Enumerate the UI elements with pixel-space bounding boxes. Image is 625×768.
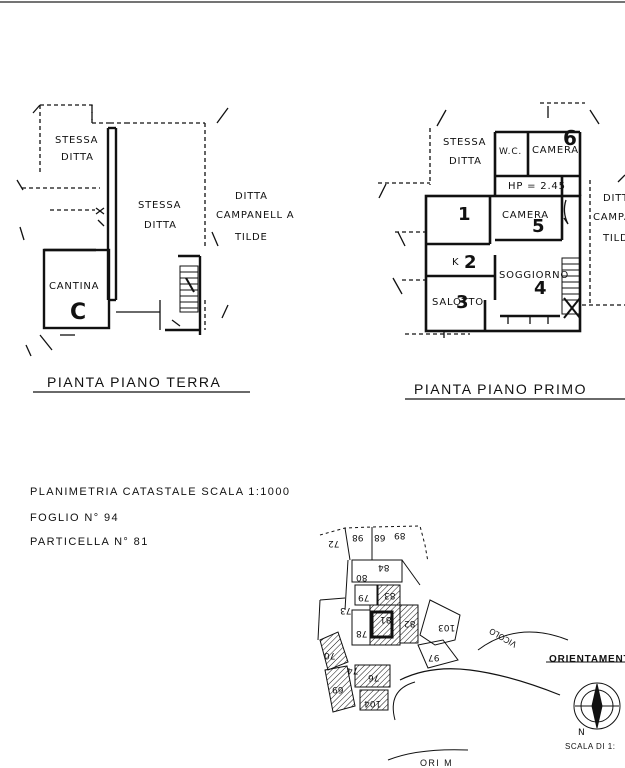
first-floor-title: PIANTA PIANO PRIMO (414, 381, 587, 397)
cantina-handwritten-mark: C (70, 300, 87, 325)
parcel-70: 70 (324, 650, 336, 660)
parcel-68: 68 (374, 532, 386, 542)
parcel-69: 69 (332, 684, 344, 694)
ground-ditta-campanella-label-2: CAMPANELL A (216, 210, 295, 221)
ground-floor-dashed-boundaries (22, 104, 206, 330)
parcel-104: 104 (364, 698, 382, 708)
salotto-label: SALOTTO (432, 297, 484, 308)
north-label: N (578, 728, 585, 738)
foglio-line: FOGLIO N° 94 (30, 512, 120, 524)
first-ditta-edge-label-2: CAMPA (593, 212, 625, 223)
ground-stessa-ditta-left-label-1: STESSA (55, 135, 99, 146)
ground-stessa-ditta-center-label-1: STESSA (138, 200, 182, 211)
parcel-80: 80 (356, 572, 368, 582)
handwritten-mark-6: 6 (563, 126, 577, 150)
first-stessa-ditta-label-1: STESSA (443, 137, 487, 148)
planimetria-scale-line: PLANIMETRIA CATASTALE SCALA 1:1000 (30, 486, 291, 498)
parcel-74: 74 (347, 665, 359, 675)
parcel-89: 89 (394, 530, 406, 540)
ground-floor-walls (42, 126, 202, 335)
first-floor-stairs (561, 257, 581, 319)
first-floor-symbols (443, 106, 569, 338)
ground-floor-diagonal-ticks (16, 104, 229, 357)
orientation-label: ORIENTAMENTO (549, 654, 625, 665)
ground-stessa-ditta-center-label-2: DITTA (144, 220, 177, 231)
scale-label: SCALA DI 1: (565, 742, 616, 751)
parcel-82: 82 (404, 618, 416, 628)
parcel-103: 103 (438, 622, 456, 632)
first-floor-diagonal-ticks (378, 109, 625, 295)
kitchen-label: K (452, 257, 460, 268)
ground-ditta-campanella-label-1: DITTA (235, 191, 268, 202)
handwritten-mark-1: 1 (458, 204, 471, 225)
handwritten-mark-3: 3 (456, 292, 469, 313)
hp-height-label: HP = 2.45 (508, 181, 566, 192)
handwritten-mark-5: 5 (532, 216, 545, 237)
camera-top-label: CAMERA (532, 145, 579, 156)
parcel-83: 83 (384, 590, 396, 600)
first-ditta-edge-label-1: DITT (603, 193, 625, 204)
bottom-fragment-label: ORI M (420, 758, 453, 768)
ground-floor-title: PIANTA PIANO TERRA (47, 374, 222, 390)
ground-floor-symbols (39, 207, 181, 351)
first-stessa-ditta-label-2: DITTA (449, 156, 482, 167)
handwritten-mark-4: 4 (534, 278, 547, 299)
parcel-98: 98 (352, 532, 364, 542)
ground-floor-stairs (179, 265, 199, 313)
parcel-73: 73 (340, 605, 352, 615)
particella-line: PARTICELLA N° 81 (30, 536, 149, 548)
parcel-78: 78 (356, 628, 368, 638)
parcel-81: 81 (380, 614, 392, 624)
handwritten-mark-2: 2 (464, 252, 477, 273)
ground-stessa-ditta-left-label-2: DITTA (61, 152, 94, 163)
ground-floor-plan (16, 104, 250, 393)
parcel-97: 97 (428, 652, 440, 662)
ground-ditta-campanella-label-3: TILDE (235, 232, 268, 243)
camera-mid-label: CAMERA (502, 210, 549, 221)
first-floor-plan (378, 102, 625, 400)
first-floor-dashed-boundaries (378, 102, 625, 335)
parcel-76: 76 (368, 672, 380, 682)
cantina-label: CANTINA (49, 281, 100, 292)
parcel-72: 72 (328, 538, 340, 548)
wc-label: W.C. (499, 147, 523, 157)
parcel-79: 79 (358, 592, 370, 602)
parcel-84: 84 (378, 562, 390, 572)
first-ditta-edge-label-3: TILD (603, 233, 625, 244)
soggiorno-label: SOGGIORNO (499, 270, 570, 281)
cadastral-map (317, 525, 625, 761)
